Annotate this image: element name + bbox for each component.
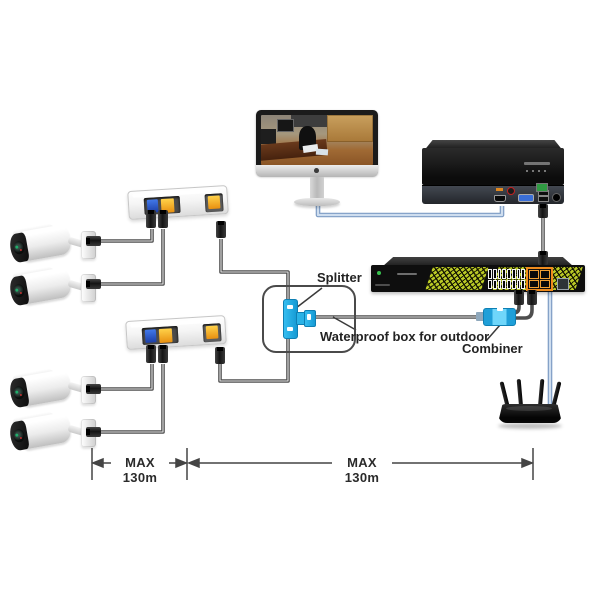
poe-extender-1 — [127, 182, 229, 224]
wifi-router — [496, 378, 566, 436]
apple-logo-icon — [314, 168, 319, 173]
camera-lens — [12, 385, 26, 401]
rj45-plug — [146, 345, 156, 363]
splitter-connector — [283, 299, 316, 339]
rj45-plug — [158, 345, 168, 363]
rj45-plug — [514, 290, 524, 305]
rj45-plug — [158, 210, 168, 228]
monitor-stand — [310, 177, 324, 199]
poe-port-grid-16 — [488, 269, 525, 289]
waterproof-box-label: Waterproof box for outdoor — [320, 329, 490, 344]
rj45-plug — [216, 221, 226, 238]
nvr-model-text — [524, 162, 550, 165]
sfp-port — [557, 278, 569, 290]
waterproof-box — [262, 285, 356, 353]
splitter-leader-line — [295, 287, 323, 309]
extender-blue-port — [144, 329, 157, 343]
switch-model-text — [397, 273, 417, 275]
distance-label-right: MAX 130m — [344, 455, 380, 485]
hdmi-port — [494, 195, 506, 202]
rj45-plug — [538, 251, 548, 265]
vent-grille — [425, 267, 489, 290]
nvr — [421, 140, 566, 206]
rj45-plug — [146, 210, 156, 228]
camera-lens — [12, 283, 26, 299]
cable-combiner-switch-b — [513, 303, 534, 320]
monitor-base — [294, 198, 340, 206]
combiner-connector — [476, 307, 516, 326]
dimension-lines — [90, 448, 535, 480]
brand-logo-icon — [377, 271, 381, 275]
ethernet-port — [536, 183, 548, 192]
combiner-leader-line — [485, 324, 501, 342]
rj45-plug — [86, 384, 101, 394]
rj45-plug — [527, 290, 537, 305]
rj45-plug — [86, 279, 101, 289]
vga-port — [518, 194, 534, 202]
rj45-plug — [538, 204, 548, 218]
combiner-label: Combiner — [462, 341, 523, 356]
usb-port — [538, 196, 549, 202]
nvr-rear-panel — [422, 183, 564, 204]
monitor — [256, 110, 380, 210]
camera-lens — [12, 428, 26, 444]
router-antenna — [538, 378, 545, 407]
router-body — [498, 404, 562, 423]
uplink-port-group — [526, 267, 553, 291]
rj45-plug — [215, 347, 225, 364]
rj45-plug — [86, 427, 101, 437]
cable-monitor-nvr — [315, 204, 505, 218]
camera-lens — [12, 240, 26, 256]
monitor-screen-cctv-view — [261, 115, 373, 165]
nvr-body — [422, 148, 564, 185]
switch-front-panel — [371, 265, 585, 292]
poe-switch — [371, 255, 585, 297]
cable-camera1-extender1 — [101, 229, 154, 243]
audio-out-port — [496, 188, 503, 191]
distance-label-left: MAX 130m — [122, 455, 158, 485]
waterproof-leader-line — [332, 316, 357, 331]
extender-yellow-port — [158, 328, 173, 344]
audio-in-port — [507, 187, 515, 195]
extender-uplink-port — [207, 195, 221, 210]
cable-camera3-extender2 — [101, 364, 154, 391]
extender-uplink-port — [205, 325, 219, 340]
rj45-plug — [86, 236, 101, 246]
power-jack — [552, 193, 561, 202]
router-antenna — [516, 378, 523, 407]
poe-extender-2 — [125, 312, 227, 354]
splitter-label: Splitter — [317, 270, 362, 285]
